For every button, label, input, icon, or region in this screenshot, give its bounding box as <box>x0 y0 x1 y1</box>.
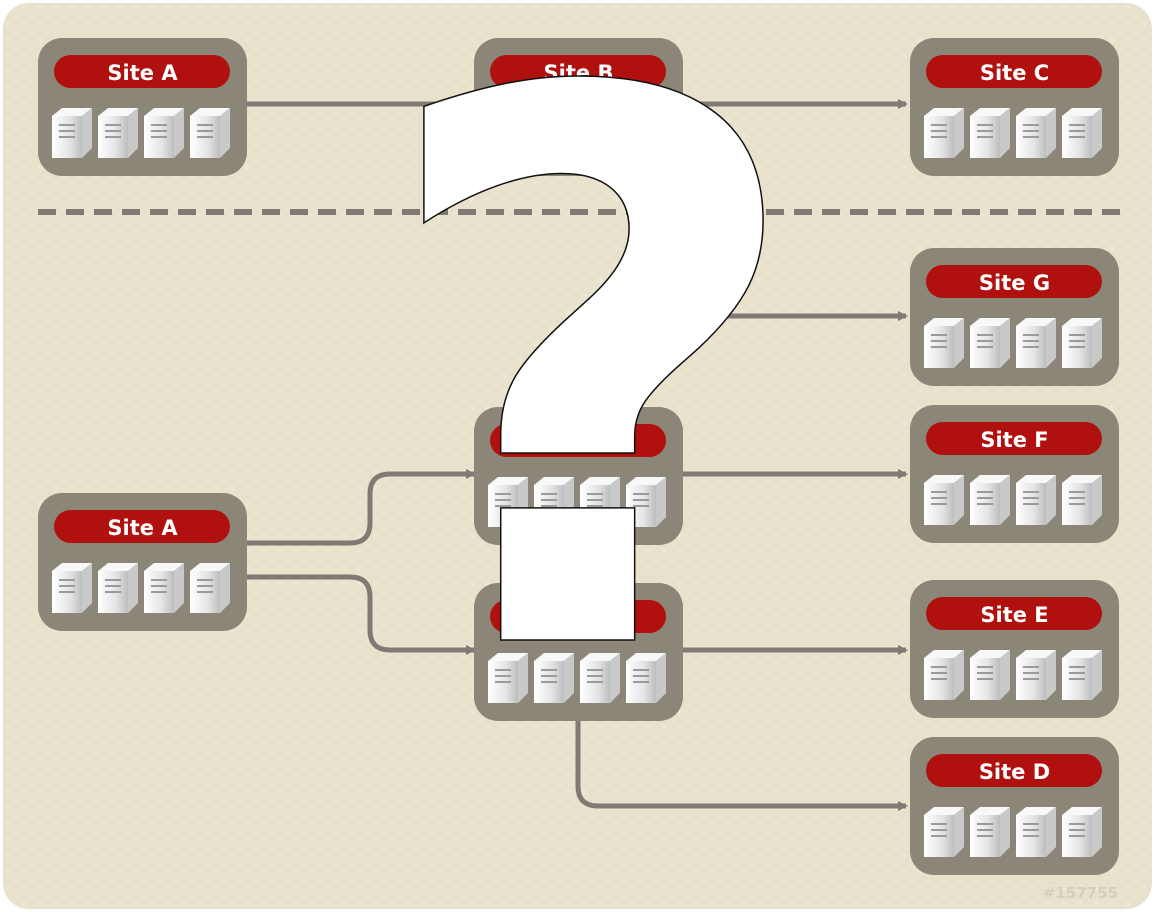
link-bot-b-to-bot-d <box>575 717 908 811</box>
site-box-bot-d: Site D <box>910 737 1119 875</box>
site-label: Site A <box>107 516 178 540</box>
site-box-top-a: Site A <box>38 38 247 176</box>
server-icon <box>1062 108 1102 158</box>
site-label-pill <box>926 597 1102 630</box>
server-icon <box>1016 475 1056 525</box>
server-icon <box>626 477 666 527</box>
link-bot-a-to-bot-c <box>245 469 476 546</box>
server-icon <box>580 477 620 527</box>
server-icon <box>970 108 1010 158</box>
link-bot-a-to-bot-b <box>245 574 476 655</box>
server-icon <box>970 475 1010 525</box>
server-icon <box>534 653 574 703</box>
site-label: Site C <box>544 430 613 454</box>
question-mark-overlay: ? <box>371 0 813 821</box>
server-icon <box>626 653 666 703</box>
server-icon <box>970 650 1010 700</box>
site-label-pill <box>54 510 230 543</box>
server-icon <box>52 563 92 613</box>
site-label-pill <box>926 754 1102 787</box>
site-label-pill <box>490 424 666 457</box>
server-icon <box>580 108 620 158</box>
server-icon <box>1062 318 1102 368</box>
server-icon <box>488 477 528 527</box>
server-icon <box>1062 475 1102 525</box>
site-box-top-b: Site B <box>474 38 683 176</box>
server-icon <box>488 108 528 158</box>
server-icon <box>98 108 138 158</box>
server-icon <box>190 108 230 158</box>
server-icon <box>924 807 964 857</box>
server-icon <box>924 650 964 700</box>
server-icon <box>580 653 620 703</box>
site-label-pill <box>926 265 1102 298</box>
server-icon <box>534 477 574 527</box>
server-icon <box>626 108 666 158</box>
site-label: Site E <box>980 603 1048 627</box>
site-label: Site D <box>979 760 1050 784</box>
site-label-pill <box>926 422 1102 455</box>
replication-links <box>245 99 908 811</box>
site-box-top-c: Site C <box>910 38 1119 176</box>
server-icon <box>1016 807 1056 857</box>
server-icon <box>488 653 528 703</box>
site-label-pill <box>490 600 666 633</box>
site-box-bot-b: Site B <box>474 583 683 721</box>
server-icon <box>1016 108 1056 158</box>
site-label: Site F <box>980 428 1048 452</box>
server-icon <box>970 318 1010 368</box>
site-label-pill <box>926 55 1102 88</box>
link-bot-c-to-bot-g <box>575 311 908 407</box>
server-icon <box>1016 650 1056 700</box>
site-label-pill <box>490 55 666 88</box>
server-icon <box>1062 807 1102 857</box>
server-icon <box>1062 650 1102 700</box>
figure-id: #157755 <box>1043 884 1118 902</box>
site-label: Site B <box>544 606 614 630</box>
site-box-bot-c: Site C <box>474 407 683 545</box>
server-icon <box>924 318 964 368</box>
server-icon <box>1016 318 1056 368</box>
site-box-bot-g: Site G <box>910 248 1119 386</box>
server-icon <box>52 108 92 158</box>
server-icon <box>144 108 184 158</box>
server-icon <box>970 807 1010 857</box>
site-box-bot-f: Site F <box>910 405 1119 543</box>
server-icon <box>924 475 964 525</box>
site-boxes: Site A Site B Site C Site A Site C Site B Site… <box>38 38 1119 875</box>
site-label: Site B <box>544 61 614 85</box>
site-box-bot-a: Site A <box>38 493 247 631</box>
server-icon <box>924 108 964 158</box>
server-icon <box>144 563 184 613</box>
site-label-pill <box>54 55 230 88</box>
site-label: Site C <box>980 61 1049 85</box>
question-mark-glyph: ? <box>372 0 813 820</box>
site-label: Site A <box>107 61 178 85</box>
server-icon <box>190 563 230 613</box>
server-icon <box>98 563 138 613</box>
site-box-bot-e: Site E <box>910 580 1119 718</box>
site-label: Site G <box>979 271 1050 295</box>
server-icon <box>534 108 574 158</box>
